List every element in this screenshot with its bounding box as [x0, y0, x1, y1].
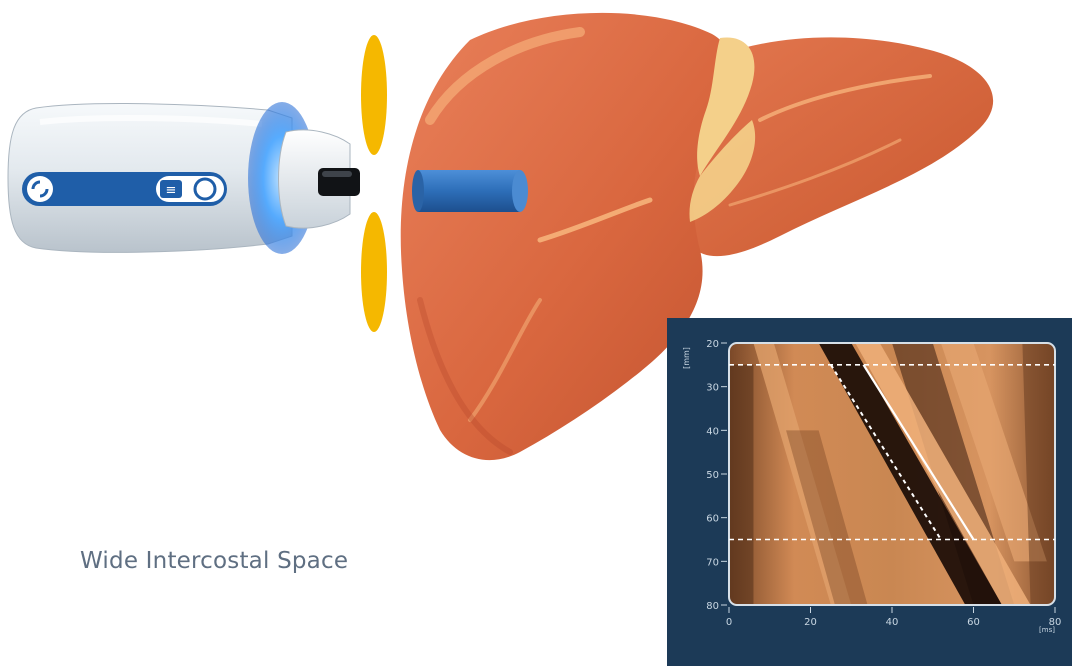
x-tick-label: 20 — [804, 617, 817, 628]
y-tick-label: 20 — [706, 339, 719, 350]
y-tick-label: 60 — [706, 514, 719, 525]
texture-band — [729, 365, 753, 605]
x-tick-label: 0 — [726, 617, 732, 628]
power-switch-icon: ≡ — [156, 176, 224, 202]
x-tick-label: 60 — [967, 617, 980, 628]
y-tick-label: 70 — [706, 557, 719, 568]
y-tick-label: 30 — [706, 383, 719, 394]
upper-rib-marker — [361, 35, 387, 155]
svg-text:≡: ≡ — [166, 183, 177, 198]
y-axis-unit: [mm] — [682, 347, 691, 369]
elastogram-panel: 20 30 40 50 60 70 80 [mm] 0 20 40 60 80 [ms] — [667, 318, 1072, 666]
y-tick-label: 40 — [706, 426, 719, 437]
measurement-beam — [412, 170, 528, 212]
y-tick-label: 80 — [706, 601, 719, 612]
logo-icon — [27, 176, 53, 202]
y-tick-label: 50 — [706, 470, 719, 481]
elastogram-chart: 20 30 40 50 60 70 80 [mm] 0 20 40 60 80 [ms] — [667, 318, 1072, 666]
x-tick-label: 40 — [886, 617, 899, 628]
elastography-probe: ≡ — [8, 102, 360, 254]
lower-rib-marker — [361, 212, 387, 332]
elastogram-field — [729, 343, 1055, 605]
y-axis: 20 30 40 50 60 70 80 [mm] — [682, 339, 727, 612]
x-axis-unit: [ms] — [1039, 626, 1055, 634]
caption-label: Wide Intercostal Space — [80, 548, 348, 574]
